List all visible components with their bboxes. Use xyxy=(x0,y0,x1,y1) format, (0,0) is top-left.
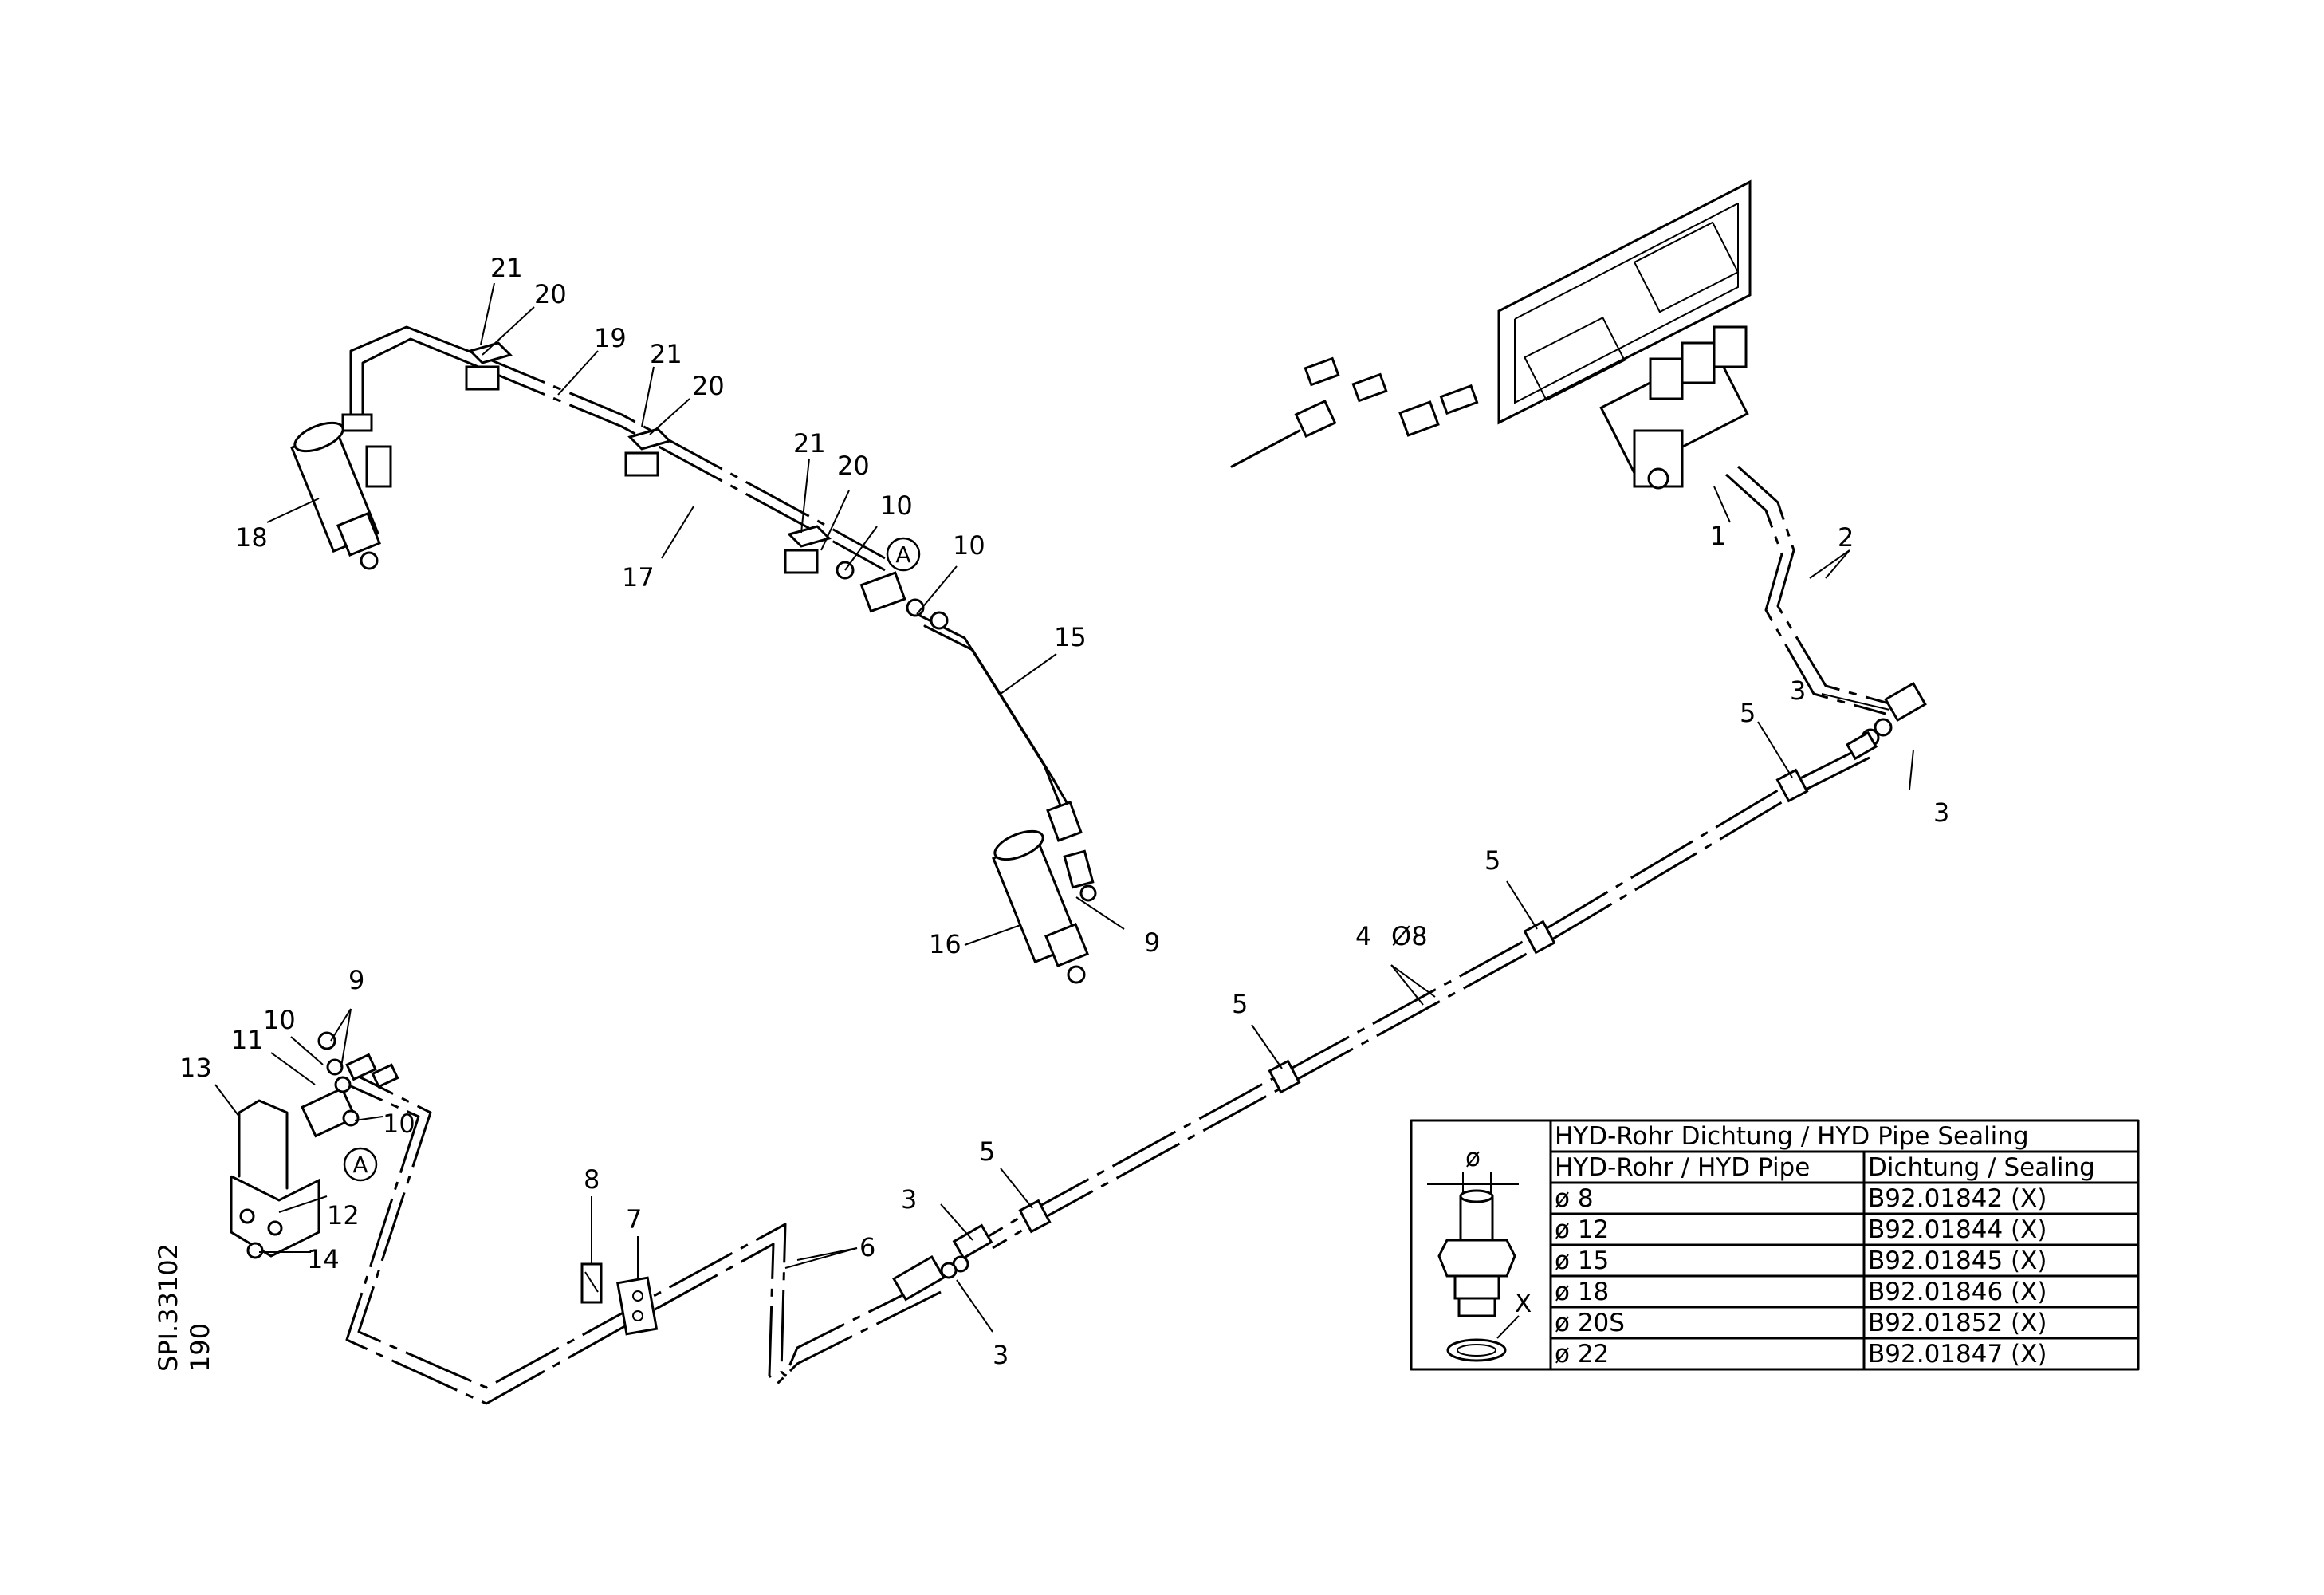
callout-12: 12 xyxy=(327,1200,360,1231)
callout-5: 5 xyxy=(1484,845,1500,876)
upper-clamps xyxy=(465,341,925,617)
control-valve-block xyxy=(1230,179,1752,490)
callout-1: 1 xyxy=(1710,521,1726,551)
bracket-8 xyxy=(580,1262,603,1304)
lower-valve-assembly xyxy=(230,1031,399,1259)
table-row-pipe: ø 22 xyxy=(1555,1340,1609,1369)
detail-marker-a-upper-label: A xyxy=(895,542,910,568)
table-row-pipe: ø 20S xyxy=(1555,1309,1625,1337)
callout-5: 5 xyxy=(979,1136,995,1167)
callout-7: 7 xyxy=(626,1204,642,1235)
callout-21: 21 xyxy=(793,428,826,459)
table-row-pipe: ø 15 xyxy=(1555,1246,1609,1275)
callout-9: 9 xyxy=(348,965,364,995)
table-row-pipe: ø 8 xyxy=(1555,1184,1594,1213)
table-row-seal: B92.01846 (X) xyxy=(1868,1278,2047,1306)
callout-3: 3 xyxy=(1790,675,1806,706)
callout-20: 20 xyxy=(534,279,567,309)
diameter-symbol: ø xyxy=(1465,1144,1481,1172)
table-header-seal: Dichtung / Sealing xyxy=(1868,1153,2095,1182)
callout-3: 3 xyxy=(1933,798,1949,828)
table-row-seal: B92.01847 (X) xyxy=(1868,1340,2047,1369)
callout-10: 10 xyxy=(263,1005,296,1035)
leader-lines xyxy=(214,282,1914,1333)
table-row-seal: B92.01844 (X) xyxy=(1868,1215,2047,1244)
upper-pipe-assembly xyxy=(341,325,1097,902)
callout-13: 13 xyxy=(179,1053,212,1083)
callout-20: 20 xyxy=(837,451,870,481)
table-title: HYD-Rohr Dichtung / HYD Pipe Sealing xyxy=(1555,1122,2029,1151)
seal-marker-x: X xyxy=(1515,1290,1532,1318)
callout-3: 3 xyxy=(993,1340,1009,1370)
sealing-table: HYD-Rohr Dichtung / HYD Pipe Sealing HYD… xyxy=(1410,1119,2140,1371)
callout-5: 5 xyxy=(1232,989,1248,1019)
table-row-pipe: ø 18 xyxy=(1555,1278,1609,1306)
detail-marker-a-lower-label: A xyxy=(352,1152,368,1178)
callout-8: 8 xyxy=(584,1164,600,1195)
clamp-7 xyxy=(615,1276,659,1336)
callout-14: 14 xyxy=(307,1244,340,1274)
pipe-clamps-5 xyxy=(1018,768,1809,1234)
callout-16: 16 xyxy=(929,929,961,959)
detail-marker-a-lower: A xyxy=(343,1147,378,1182)
detail-marker-a-upper: A xyxy=(886,537,921,572)
callout-21: 21 xyxy=(650,339,682,369)
callouts: 1 2 3 3 3 3 4 Ø8 5 5 5 5 6 7 8 9 9 10 10… xyxy=(179,253,1949,1370)
callout-9: 9 xyxy=(1144,927,1160,958)
callout-10: 10 xyxy=(383,1109,415,1139)
sealing-fitting-illustration: ø X xyxy=(1427,1144,1532,1362)
callout-10: 10 xyxy=(880,490,913,521)
table-row-pipe: ø 12 xyxy=(1555,1215,1609,1244)
callout-15: 15 xyxy=(1054,622,1087,652)
table-row-seal: B92.01842 (X) xyxy=(1868,1184,2047,1213)
callout-4: 4 xyxy=(1355,921,1371,951)
cylinder-16 xyxy=(992,829,1089,984)
callout-10: 10 xyxy=(953,530,985,561)
callout-4-diameter: Ø8 xyxy=(1391,921,1428,951)
callout-11: 11 xyxy=(231,1025,264,1055)
callout-6: 6 xyxy=(859,1232,875,1262)
drawing-number: SPI.33102 xyxy=(153,1243,183,1372)
table-row-seal: B92.01852 (X) xyxy=(1868,1309,2047,1337)
fittings-3 xyxy=(892,681,1927,1302)
callout-20: 20 xyxy=(692,371,725,401)
callout-5: 5 xyxy=(1740,698,1756,728)
callout-19: 19 xyxy=(594,323,627,353)
callout-21: 21 xyxy=(490,253,523,283)
page-number: 190 xyxy=(185,1323,215,1372)
table-header-pipe: HYD-Rohr / HYD Pipe xyxy=(1555,1153,1810,1182)
table-row-seal: B92.01845 (X) xyxy=(1868,1246,2047,1275)
callout-2: 2 xyxy=(1838,522,1854,553)
callout-17: 17 xyxy=(622,562,655,593)
callout-18: 18 xyxy=(235,522,268,553)
main-pipe xyxy=(345,465,1898,1405)
callout-3: 3 xyxy=(901,1184,917,1215)
cylinder-18 xyxy=(290,421,381,570)
